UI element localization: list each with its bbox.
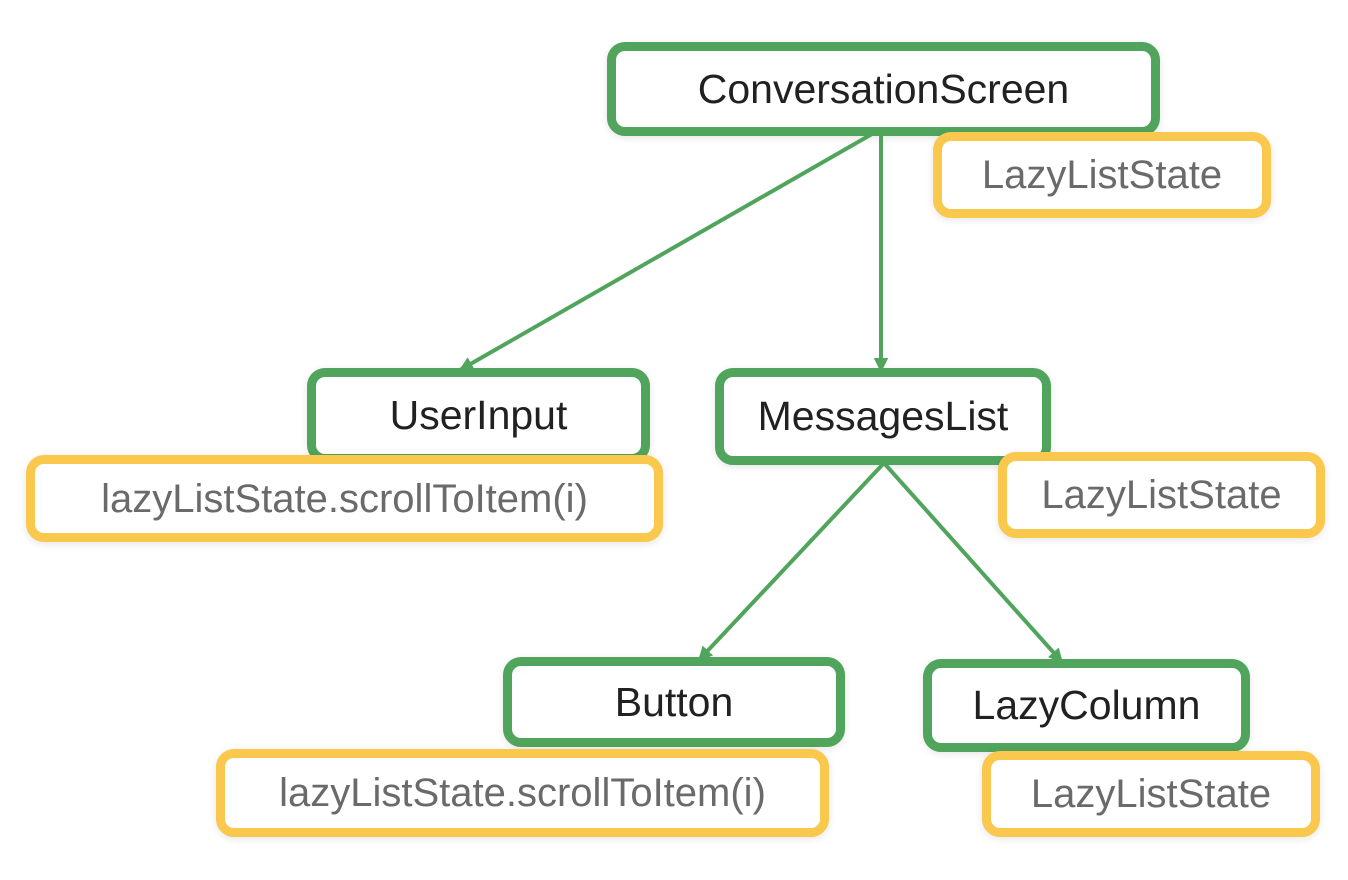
node-user-input: UserInput <box>307 368 650 463</box>
state-conversation-screen-lazyliststate: LazyListState <box>933 132 1271 218</box>
edge-messageslist-to-button <box>697 461 886 662</box>
edge-conversationscreen-to-userinput <box>458 132 873 372</box>
node-user-input-label: UserInput <box>389 392 568 438</box>
state-user-input-scrolltoitem-call: lazyListState.scrollToItem(i) <box>26 455 663 542</box>
node-button-label: Button <box>614 678 734 725</box>
node-button: Button <box>503 657 845 747</box>
state-lazy-column-lazyliststate: LazyListState <box>982 751 1320 837</box>
node-messages-list: MessagesList <box>715 368 1051 465</box>
node-conversation-screen: ConversationScreen <box>607 42 1160 136</box>
node-lazy-column-label: LazyColumn <box>972 682 1201 728</box>
node-conversation-screen-label: ConversationScreen <box>697 65 1070 112</box>
state-messages-list-lazyliststate: LazyListState <box>998 452 1325 538</box>
state-conversation-screen-lazyliststate-label: LazyListState <box>981 153 1223 197</box>
state-messages-list-lazyliststate-label: LazyListState <box>1041 473 1282 517</box>
node-messages-list-label: MessagesList <box>757 393 1009 439</box>
state-button-scrolltoitem-call: lazyListState.scrollToItem(i) <box>216 749 829 837</box>
state-button-scrolltoitem-call-label: lazyListState.scrollToItem(i) <box>279 771 766 815</box>
node-lazy-column: LazyColumn <box>923 659 1250 752</box>
state-user-input-scrolltoitem-call-label: lazyListState.scrollToItem(i) <box>101 476 588 521</box>
state-lazy-column-lazyliststate-label: LazyListState <box>1030 772 1272 816</box>
